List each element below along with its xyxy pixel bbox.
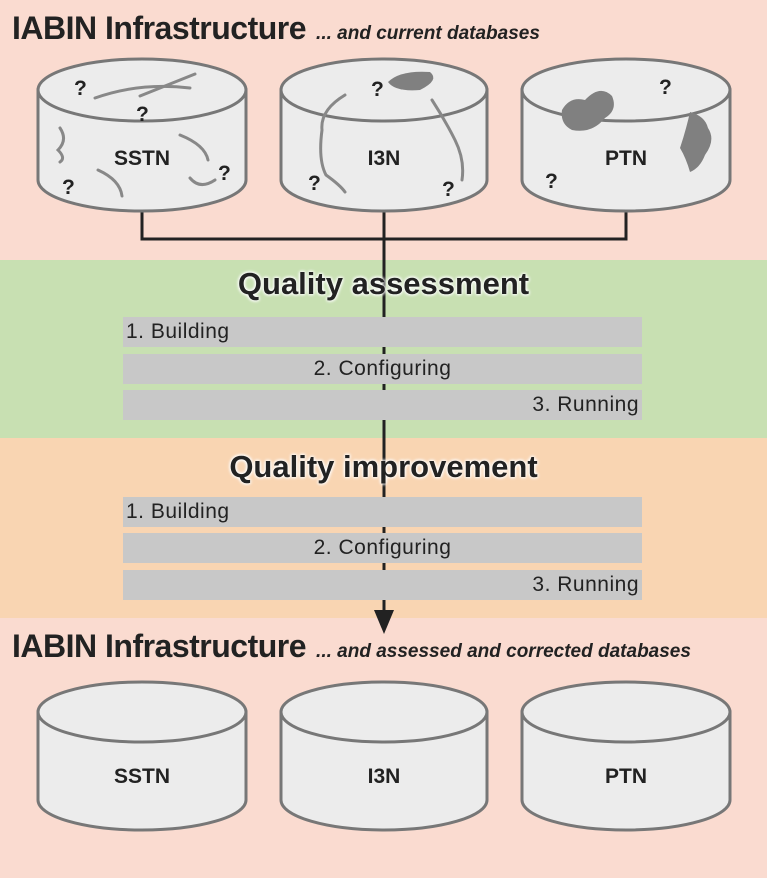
improvement-step-configuring: 2. Configuring bbox=[123, 533, 642, 563]
database-cylinder-i3n bbox=[279, 57, 489, 213]
top-title-subtitle: ... and current databases bbox=[316, 23, 540, 44]
bottom-title-main: IABIN Infrastructure bbox=[12, 628, 307, 664]
bottom-title: IABIN Infrastructure ... and assessed and… bbox=[12, 628, 691, 665]
unknown-mark: ? bbox=[136, 103, 149, 126]
quality-improvement-heading: Quality improvement bbox=[229, 449, 538, 484]
bottom-title-subtitle: ... and assessed and corrected databases bbox=[316, 641, 691, 662]
top-title-main: IABIN Infrastructure bbox=[12, 10, 307, 46]
connector-ptn bbox=[384, 212, 628, 241]
bottom-database-label-i3n: I3N bbox=[367, 765, 401, 788]
unknown-mark: ? bbox=[442, 178, 455, 201]
assessment-step-building: 1. Building bbox=[123, 317, 642, 347]
bottom-database-label-ptn: PTN bbox=[605, 765, 647, 788]
database-cylinder-i3n-corrected bbox=[279, 680, 489, 832]
unknown-mark: ? bbox=[308, 172, 321, 195]
database-cylinder-sstn-corrected bbox=[36, 680, 248, 832]
top-title: IABIN Infrastructure ... and current data… bbox=[12, 10, 540, 47]
database-cylinder-ptn bbox=[520, 57, 732, 213]
connector-sstn bbox=[140, 212, 384, 241]
unknown-mark: ? bbox=[659, 76, 672, 99]
unknown-mark: ? bbox=[545, 170, 558, 193]
flow-arrowhead bbox=[374, 610, 394, 634]
top-database-label-i3n: I3N bbox=[367, 147, 401, 170]
unknown-mark: ? bbox=[74, 77, 87, 100]
top-database-label-sstn: SSTN bbox=[113, 147, 170, 170]
database-cylinder-ptn-corrected bbox=[520, 680, 732, 832]
database-cylinder-sstn bbox=[36, 57, 248, 213]
assessment-step-configuring: 2. Configuring bbox=[123, 354, 642, 384]
quality-assessment-heading: Quality assessment bbox=[237, 266, 530, 301]
bottom-database-label-sstn: SSTN bbox=[113, 765, 170, 788]
improvement-step-running: 3. Running bbox=[123, 570, 642, 600]
improvement-step-building: 1. Building bbox=[123, 497, 642, 527]
assessment-step-running: 3. Running bbox=[123, 390, 642, 420]
unknown-mark: ? bbox=[218, 162, 231, 185]
top-database-label-ptn: PTN bbox=[605, 147, 647, 170]
unknown-mark: ? bbox=[62, 176, 75, 199]
unknown-mark: ? bbox=[371, 78, 384, 101]
